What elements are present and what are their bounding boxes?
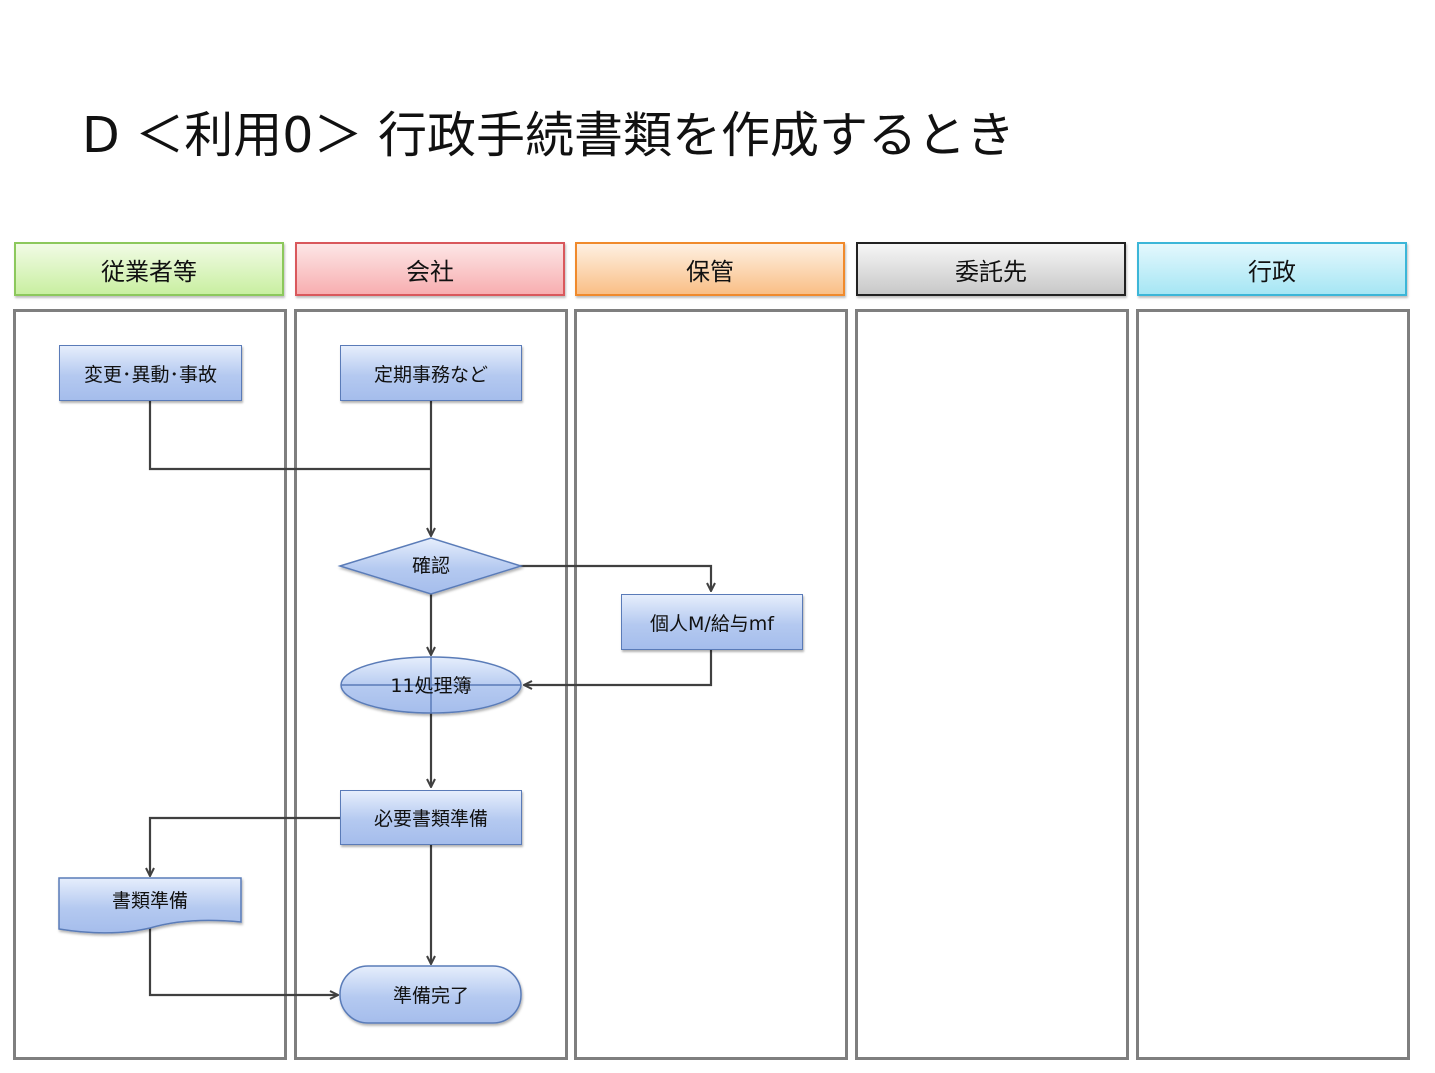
- process-prepare-required-docs-label: 必要書類準備: [373, 808, 488, 830]
- storage-processing-book-label: 11処理簿: [390, 675, 471, 697]
- process-change-event-label: 変更･異動･事故: [83, 363, 217, 386]
- lane-header-storage: 保管: [575, 242, 845, 296]
- lane-header-employees: 従業者等: [14, 242, 284, 296]
- lane-body-government: [1136, 309, 1410, 1060]
- lane-label-storage: 保管: [686, 257, 734, 286]
- process-change-event: 変更･異動･事故: [59, 345, 242, 401]
- decision-confirm-label: 確認: [412, 555, 450, 577]
- document-prepare-docs: [58, 877, 242, 934]
- process-personal-master: 個人M/給与mf: [621, 594, 803, 650]
- terminal-prep-complete-label: 準備完了: [393, 985, 469, 1007]
- lane-header-government: 行政: [1137, 242, 1407, 296]
- lane-label-employees: 従業者等: [101, 257, 197, 286]
- process-personal-master-label: 個人M/給与mf: [650, 612, 774, 635]
- lane-header-contractor: 委託先: [856, 242, 1126, 296]
- lane-label-contractor: 委託先: [955, 257, 1027, 286]
- document-prepare-docs-label: 書類準備: [112, 890, 188, 912]
- terminal-prep-complete: [339, 965, 522, 1024]
- process-regular-duties: 定期事務など: [340, 345, 522, 401]
- lane-header-company: 会社: [295, 242, 565, 296]
- process-prepare-required-docs: 必要書類準備: [340, 790, 522, 845]
- connector-personal-master-to-processing-book: [524, 650, 713, 685]
- connector-confirm-to-personal-master: [520, 564, 711, 591]
- connector-required-docs-to-docs: [150, 816, 340, 876]
- connector-docs-to-complete: [148, 928, 338, 995]
- lane-label-government: 行政: [1248, 257, 1296, 286]
- decision-confirm: [337, 537, 524, 595]
- page-title: D ＜利用0＞ 行政手続書類を作成するとき: [82, 107, 1016, 164]
- lane-body-contractor: [855, 309, 1129, 1060]
- connector-change-to-confirm: [148, 401, 431, 471]
- lane-label-company: 会社: [406, 257, 454, 286]
- process-regular-duties-label: 定期事務など: [373, 363, 488, 386]
